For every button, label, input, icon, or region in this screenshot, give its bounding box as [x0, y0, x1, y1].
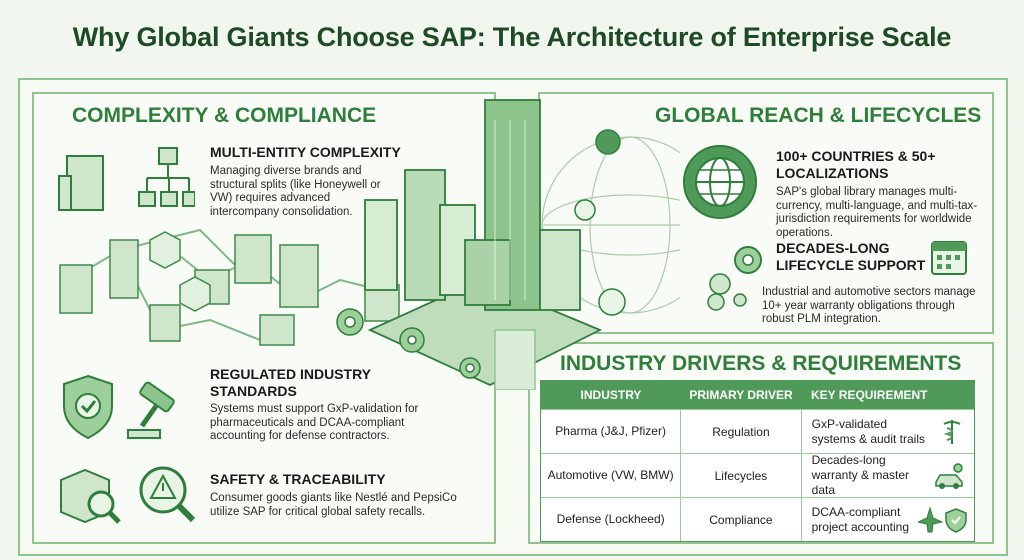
lifecycle-desc: Industrial and automotive sectors manage… — [762, 286, 976, 325]
cell-requirement: Decades-long warranty & master data — [811, 453, 909, 497]
safety-title: SAFETY & TRACEABILITY — [210, 471, 386, 487]
cell-requirement: DCAA-compliant project accounting — [811, 504, 910, 534]
caduceus-icon — [938, 418, 966, 446]
jet-shield-icon — [918, 506, 968, 534]
gear-calendar-icon — [690, 236, 975, 318]
box-magnifier-warning-icon — [55, 462, 205, 532]
cell-industry: Pharma (J&J, Pfizer) — [541, 410, 682, 453]
cell-industry: Defense (Lockheed) — [541, 498, 682, 541]
countries-desc: SAP's global library manages multi-curre… — [776, 186, 978, 239]
safety-desc: Consumer goods giants like Nestlé and Pe… — [210, 492, 457, 518]
cell-industry: Automotive (VW, BMW) — [541, 454, 682, 497]
car-gear-icon — [934, 462, 966, 490]
table-row: Automotive (VW, BMW) Lifecycles Decades-… — [541, 453, 974, 497]
industry-table: INDUSTRY PRIMARY DRIVER KEY REQUIREMENT … — [540, 380, 975, 542]
left-section-title: COMPLEXITY & COMPLIANCE — [72, 104, 377, 127]
header-requirement: KEY REQUIREMENT — [811, 388, 928, 402]
regulated-title: REGULATED INDUSTRY STANDARDS — [210, 366, 371, 399]
table-row: Defense (Lockheed) Compliance DCAA-compl… — [541, 497, 974, 541]
cell-driver: Lifecycles — [681, 454, 802, 497]
page-title: Why Global Giants Choose SAP: The Archit… — [72, 22, 952, 52]
industry-section-title: INDUSTRY DRIVERS & REQUIREMENTS — [560, 352, 962, 375]
cell-driver: Regulation — [681, 410, 802, 453]
city-network-illustration — [40, 90, 680, 390]
building-org-chart-icon — [55, 144, 195, 214]
table-header: INDUSTRY PRIMARY DRIVER KEY REQUIREMENT — [541, 381, 974, 409]
table-row: Pharma (J&J, Pfizer) Regulation GxP-vali… — [541, 409, 974, 453]
multi-entity-title: MULTI-ENTITY COMPLEXITY — [210, 144, 401, 160]
cell-requirement: GxP-validated systems & audit trails — [811, 416, 926, 446]
header-driver: PRIMARY DRIVER — [689, 388, 793, 402]
right-section-title: GLOBAL REACH & LIFECYCLES — [655, 104, 982, 127]
lifecycle-title: DECADES-LONG LIFECYCLE SUPPORT — [776, 240, 926, 273]
multi-entity-desc: Managing diverse brands and structural s… — [210, 165, 381, 218]
cell-driver: Compliance — [681, 498, 802, 541]
shield-gavel-icon — [58, 372, 198, 442]
header-industry: INDUSTRY — [580, 388, 642, 402]
regulated-desc: Systems must support GxP-validation for … — [210, 403, 419, 442]
countries-title: 100+ COUNTRIES & 50+ LOCALIZATIONS — [776, 148, 936, 181]
globe-icon — [680, 142, 760, 222]
